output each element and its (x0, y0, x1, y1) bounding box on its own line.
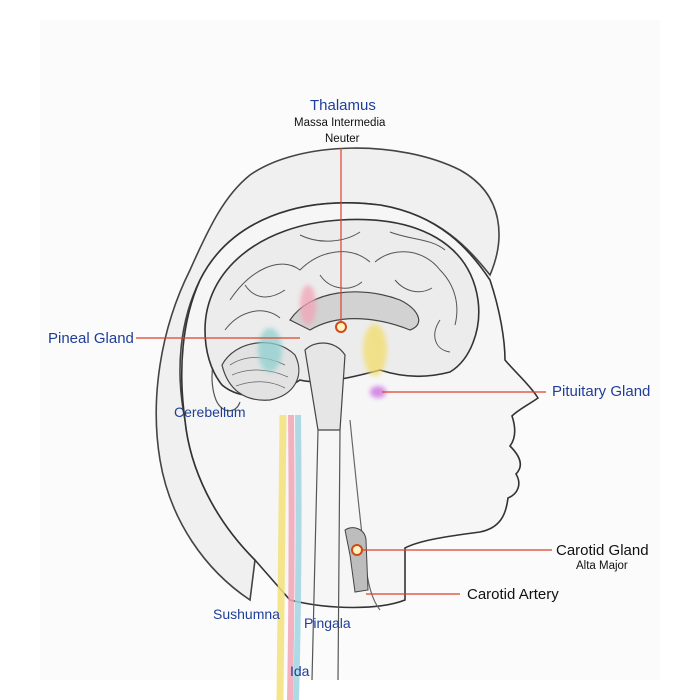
ida-channel (293, 414, 302, 700)
corpus-callosum (289, 291, 420, 331)
thalamus-sub-label-1: Massa Intermedia (294, 117, 386, 129)
pineal-gland-label: Pineal Gland (48, 330, 134, 347)
brain-gyri (224, 231, 458, 353)
hair-outline (155, 147, 500, 602)
carotid-gland-sub-label: Alta Major (576, 560, 628, 572)
carotid-artery-label: Carotid Artery (467, 586, 559, 603)
cerebellum-label: Cerebellum (174, 404, 246, 420)
sushumna-channel (276, 414, 287, 700)
pingala-label: Pingala (304, 615, 351, 631)
carotid-gland-marker (351, 544, 363, 556)
energy-glows (258, 285, 387, 398)
leader-lines (136, 148, 552, 595)
ida-label: Ida (290, 663, 310, 679)
pituitary-gland-label: Pituitary Gland (552, 383, 651, 400)
thalamus-marker (335, 321, 347, 333)
spinal-cord (311, 429, 341, 681)
pingala-channel (287, 414, 295, 700)
thalamus-label: Thalamus (310, 97, 376, 114)
sushumna-label: Sushumna (213, 606, 280, 622)
brainstem (304, 342, 346, 431)
cerebellum-folia (229, 357, 289, 389)
carotid-gland-label: Carotid Gland (556, 542, 649, 559)
thalamus-sub-label-2: Neuter (325, 133, 360, 145)
carotid-artery-shape (344, 527, 369, 593)
